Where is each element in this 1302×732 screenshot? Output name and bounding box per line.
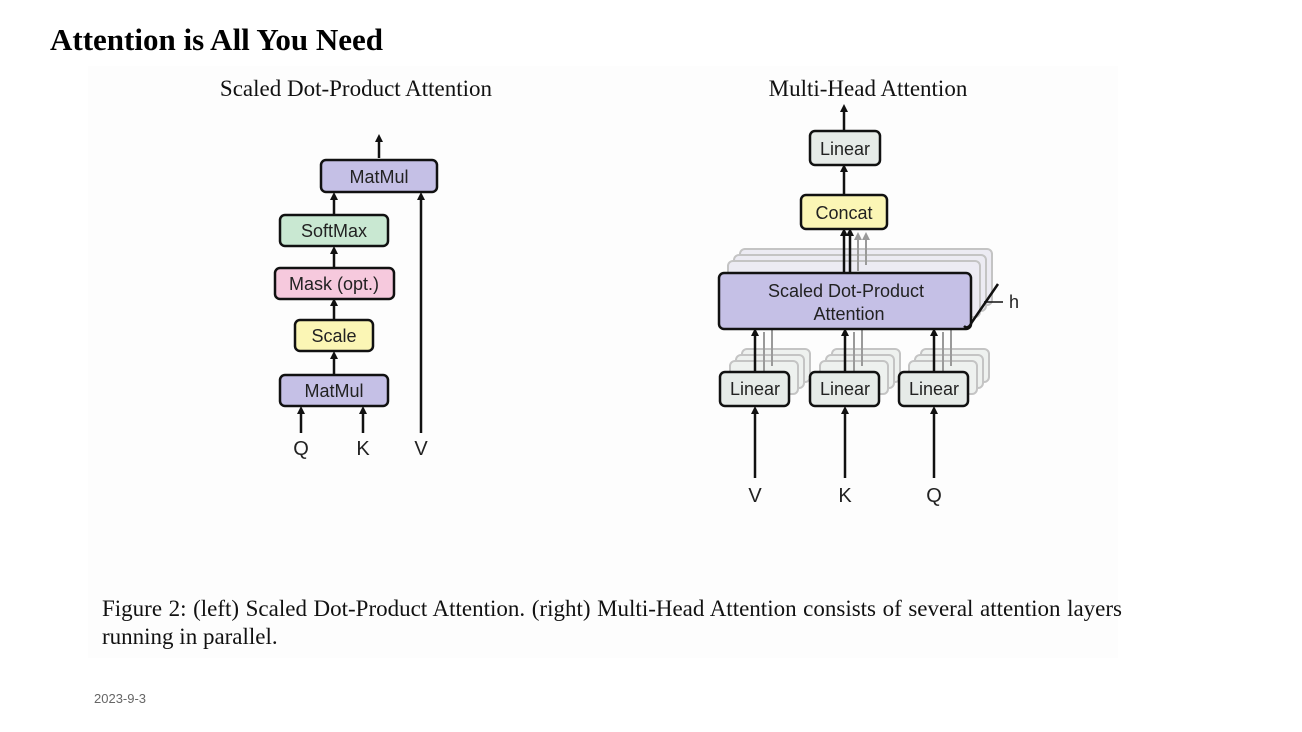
linear-k-label: Linear bbox=[820, 379, 870, 399]
mask-label: Mask (opt.) bbox=[289, 274, 379, 294]
linear-k-block: Linear bbox=[808, 370, 881, 408]
sdpa-label-line1: Scaled Dot-Product bbox=[768, 281, 924, 301]
right-arrows bbox=[751, 104, 938, 478]
parallel-arrows bbox=[763, 232, 952, 372]
left-diagram: Scaled Dot-Product Attention MatMul Soft… bbox=[220, 76, 493, 460]
scale-label: Scale bbox=[311, 326, 356, 346]
scale-block: Scale bbox=[293, 318, 375, 353]
linear-out-block: Linear bbox=[808, 129, 882, 167]
left-input-q: Q bbox=[293, 438, 309, 460]
concat-block: Concat bbox=[799, 193, 889, 231]
left-input-v: V bbox=[414, 438, 428, 460]
mask-block: Mask (opt.) bbox=[273, 266, 396, 301]
matmul-bottom-block: MatMul bbox=[278, 373, 390, 408]
concat-label: Concat bbox=[815, 203, 872, 223]
left-diagram-title: Scaled Dot-Product Attention bbox=[220, 76, 493, 101]
figure-caption: Figure 2: (left) Scaled Dot-Product Atte… bbox=[102, 596, 1122, 649]
linear-v-block: Linear bbox=[718, 370, 791, 408]
right-diagram-title: Multi-Head Attention bbox=[769, 76, 968, 101]
linear-out-label: Linear bbox=[820, 139, 870, 159]
softmax-label: SoftMax bbox=[301, 221, 367, 241]
matmul-top-block: MatMul bbox=[319, 158, 439, 194]
heads-label: h bbox=[1009, 292, 1019, 312]
date-stamp: 2023-9-3 bbox=[94, 691, 147, 706]
right-input-k: K bbox=[838, 485, 852, 507]
softmax-block: SoftMax bbox=[278, 213, 390, 248]
right-diagram: Multi-Head Attention bbox=[717, 76, 1019, 507]
linear-v-label: Linear bbox=[730, 379, 780, 399]
left-arrows bbox=[297, 134, 425, 433]
slide-title: Attention is All You Need bbox=[50, 22, 383, 57]
sdpa-block: Scaled Dot-Product Attention bbox=[717, 271, 973, 331]
matmul-bottom-label: MatMul bbox=[304, 381, 363, 401]
heads-indicator: h bbox=[963, 283, 1019, 329]
matmul-top-label: MatMul bbox=[349, 167, 408, 187]
linear-q-block: Linear bbox=[897, 370, 970, 408]
sdpa-label-line2: Attention bbox=[813, 304, 884, 324]
left-input-k: K bbox=[356, 438, 370, 460]
right-input-v: V bbox=[748, 485, 762, 507]
right-input-q: Q bbox=[926, 485, 942, 507]
linear-q-label: Linear bbox=[909, 379, 959, 399]
